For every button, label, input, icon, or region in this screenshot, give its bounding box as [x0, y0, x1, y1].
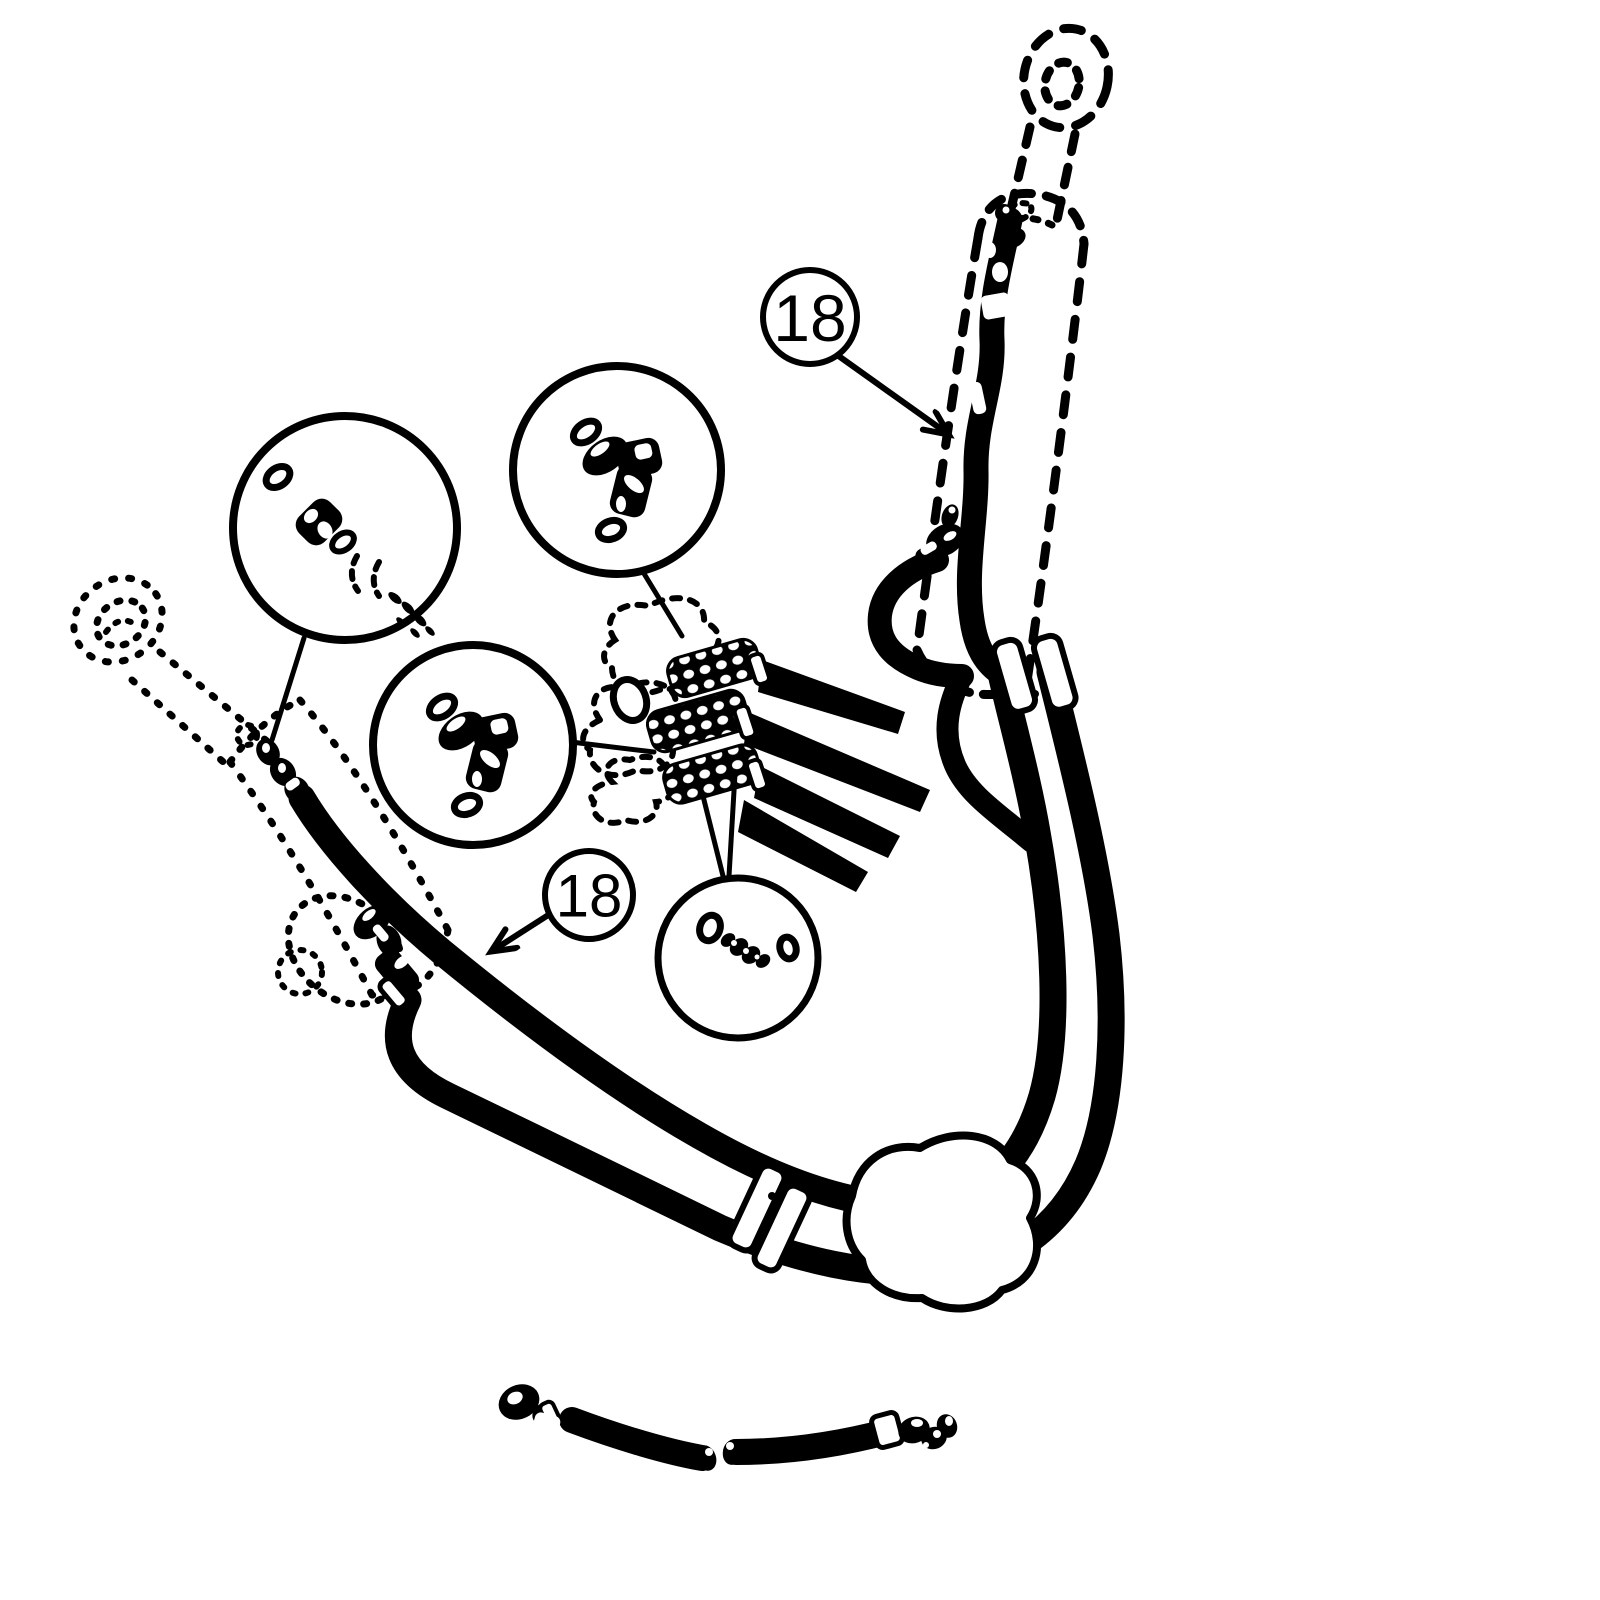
right-cylinder-port-hose: [867, 548, 974, 688]
hose-clamp-bottom: [726, 1162, 813, 1274]
leader-union-detail-a: [699, 789, 726, 879]
detail-circle-elbow-lower: [369, 641, 577, 849]
detail-circle-plug: [229, 412, 461, 644]
detail-circle-union: [654, 874, 822, 1042]
manifold-port-hole: [609, 676, 651, 724]
right-cylinder-port-elbow: [915, 504, 964, 569]
leader-union-detail-b: [726, 771, 738, 879]
leader-elbow-detail-lower: [568, 739, 657, 755]
leader-plug-detail: [269, 635, 307, 743]
right-cylinder-lower-hose-merge: [936, 665, 1043, 853]
left-cylinder-upper-port-fitting: [256, 738, 310, 804]
detail-circle-elbow-upper: [509, 362, 725, 578]
left-cylinder-lower-port-elbows: [353, 904, 420, 1011]
part-number-label: 18: [773, 281, 846, 355]
arrow-18-lower: [492, 909, 556, 951]
part-18-balloon-lower: 18: [542, 848, 636, 942]
manifold-fittings: [645, 637, 930, 892]
arrow-18-upper: [830, 349, 948, 434]
part-number-label: 18: [556, 863, 623, 930]
leader-elbow-detail-upper: [637, 564, 685, 639]
part-18-balloon-upper: 18: [760, 267, 860, 367]
right-cylinder-upper-hose: [956, 207, 1023, 687]
hose-clamp-right: [990, 632, 1079, 715]
right-hose-fitting-details: [968, 204, 1026, 415]
right-cylinder-dashed-outline: [912, 23, 1113, 700]
callout-leader-lines: [269, 564, 738, 879]
part-18-arrows: [492, 349, 948, 951]
hose-wrap-sleeve: [842, 1131, 1042, 1313]
spare-hose-assembly: [498, 1384, 958, 1471]
